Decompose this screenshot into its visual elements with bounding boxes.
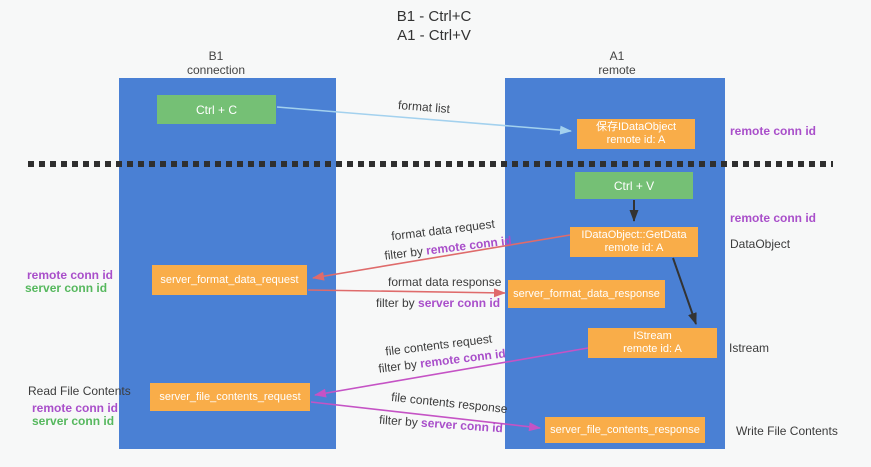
idataobject-getdata-box: IDataObject::GetData remote id: A [570, 227, 698, 257]
server-conn-id-key: server conn id [418, 296, 501, 310]
ctrl-c-label: Ctrl + C [195, 102, 237, 117]
lane-a1-name: A1 [609, 49, 625, 63]
title-line-2: A1 - Ctrl+V [397, 27, 471, 44]
ctrl-c-box: Ctrl + C [157, 95, 276, 124]
istream-line2: remote id: A [623, 343, 682, 355]
ctrl-v-box: Ctrl + V [575, 172, 693, 199]
format-data-response-arrow [307, 288, 506, 298]
annotation-left-server-conn-id-bottom: server conn id [32, 414, 115, 428]
server-file-contents-request-box: server_file_contents_request [150, 383, 310, 411]
annotation-istream: Istream [729, 341, 770, 355]
lane-header-b1: B1 connection [156, 49, 276, 77]
annotation-left-server-conn-id-mid: server conn id [25, 281, 108, 295]
format-data-response-filter-label: filter by server conn id [376, 296, 500, 310]
format-list-label: format list [397, 97, 451, 117]
istream-box: IStream remote id: A [588, 328, 717, 358]
server-file-contents-request-label: server_file_contents_request [159, 390, 301, 403]
annotation-remote-conn-id-mid: remote conn id [730, 211, 817, 225]
istream-line1: IStream [633, 330, 672, 342]
server-format-data-response-box: server_format_data_response [508, 280, 665, 308]
lane-b1-role: connection [186, 63, 246, 77]
server-file-contents-response-label: server_file_contents_response [550, 423, 700, 436]
save-idataobject-line2: remote id: A [606, 134, 666, 146]
getdata-line1: IDataObject::GetData [581, 229, 687, 241]
file-contents-response-filter-label: filter by server conn id [379, 413, 504, 436]
filter-by-text: filter by [383, 243, 428, 263]
server-conn-id-key: server conn id [420, 415, 504, 436]
ctrl-v-label: Ctrl + V [613, 178, 655, 193]
filter-by-text: filter by [378, 412, 422, 430]
lane-b1-name: B1 [208, 49, 224, 63]
copy-paste-separator-line [28, 161, 833, 167]
title-line-1: B1 - Ctrl+C [396, 8, 472, 25]
filter-by-text: filter by [377, 356, 422, 376]
annotation-read-file-contents: Read File Contents [28, 384, 131, 398]
annotation-remote-conn-id-top: remote conn id [730, 124, 817, 138]
lane-header-a1: A1 remote [557, 49, 677, 77]
annotation-write-file-contents: Write File Contents [736, 424, 838, 438]
annotation-left-remote-conn-id-mid: remote conn id [27, 268, 114, 282]
annotation-left-remote-conn-id-bottom: remote conn id [32, 401, 119, 415]
server-file-contents-response-box: server_file_contents_response [545, 417, 705, 443]
filter-by-text: filter by [376, 296, 419, 310]
server-format-data-response-label: server_format_data_response [513, 287, 660, 300]
server-format-data-request-label: server_format_data_request [160, 273, 299, 286]
getdata-line2: remote id: A [604, 242, 664, 254]
save-idataobject-box: 保存IDataObject remote id: A [577, 119, 695, 149]
file-contents-response-label: file contents response [390, 389, 509, 417]
server-format-data-request-box: server_format_data_request [152, 265, 307, 295]
diagram-title: B1 - Ctrl+C A1 - Ctrl+V [314, 7, 554, 45]
lane-a1-role: remote [598, 63, 636, 77]
annotation-dataobject: DataObject [730, 237, 791, 251]
format-data-response-label: format data response [388, 275, 502, 289]
save-idataobject-line1: 保存IDataObject [595, 121, 677, 133]
